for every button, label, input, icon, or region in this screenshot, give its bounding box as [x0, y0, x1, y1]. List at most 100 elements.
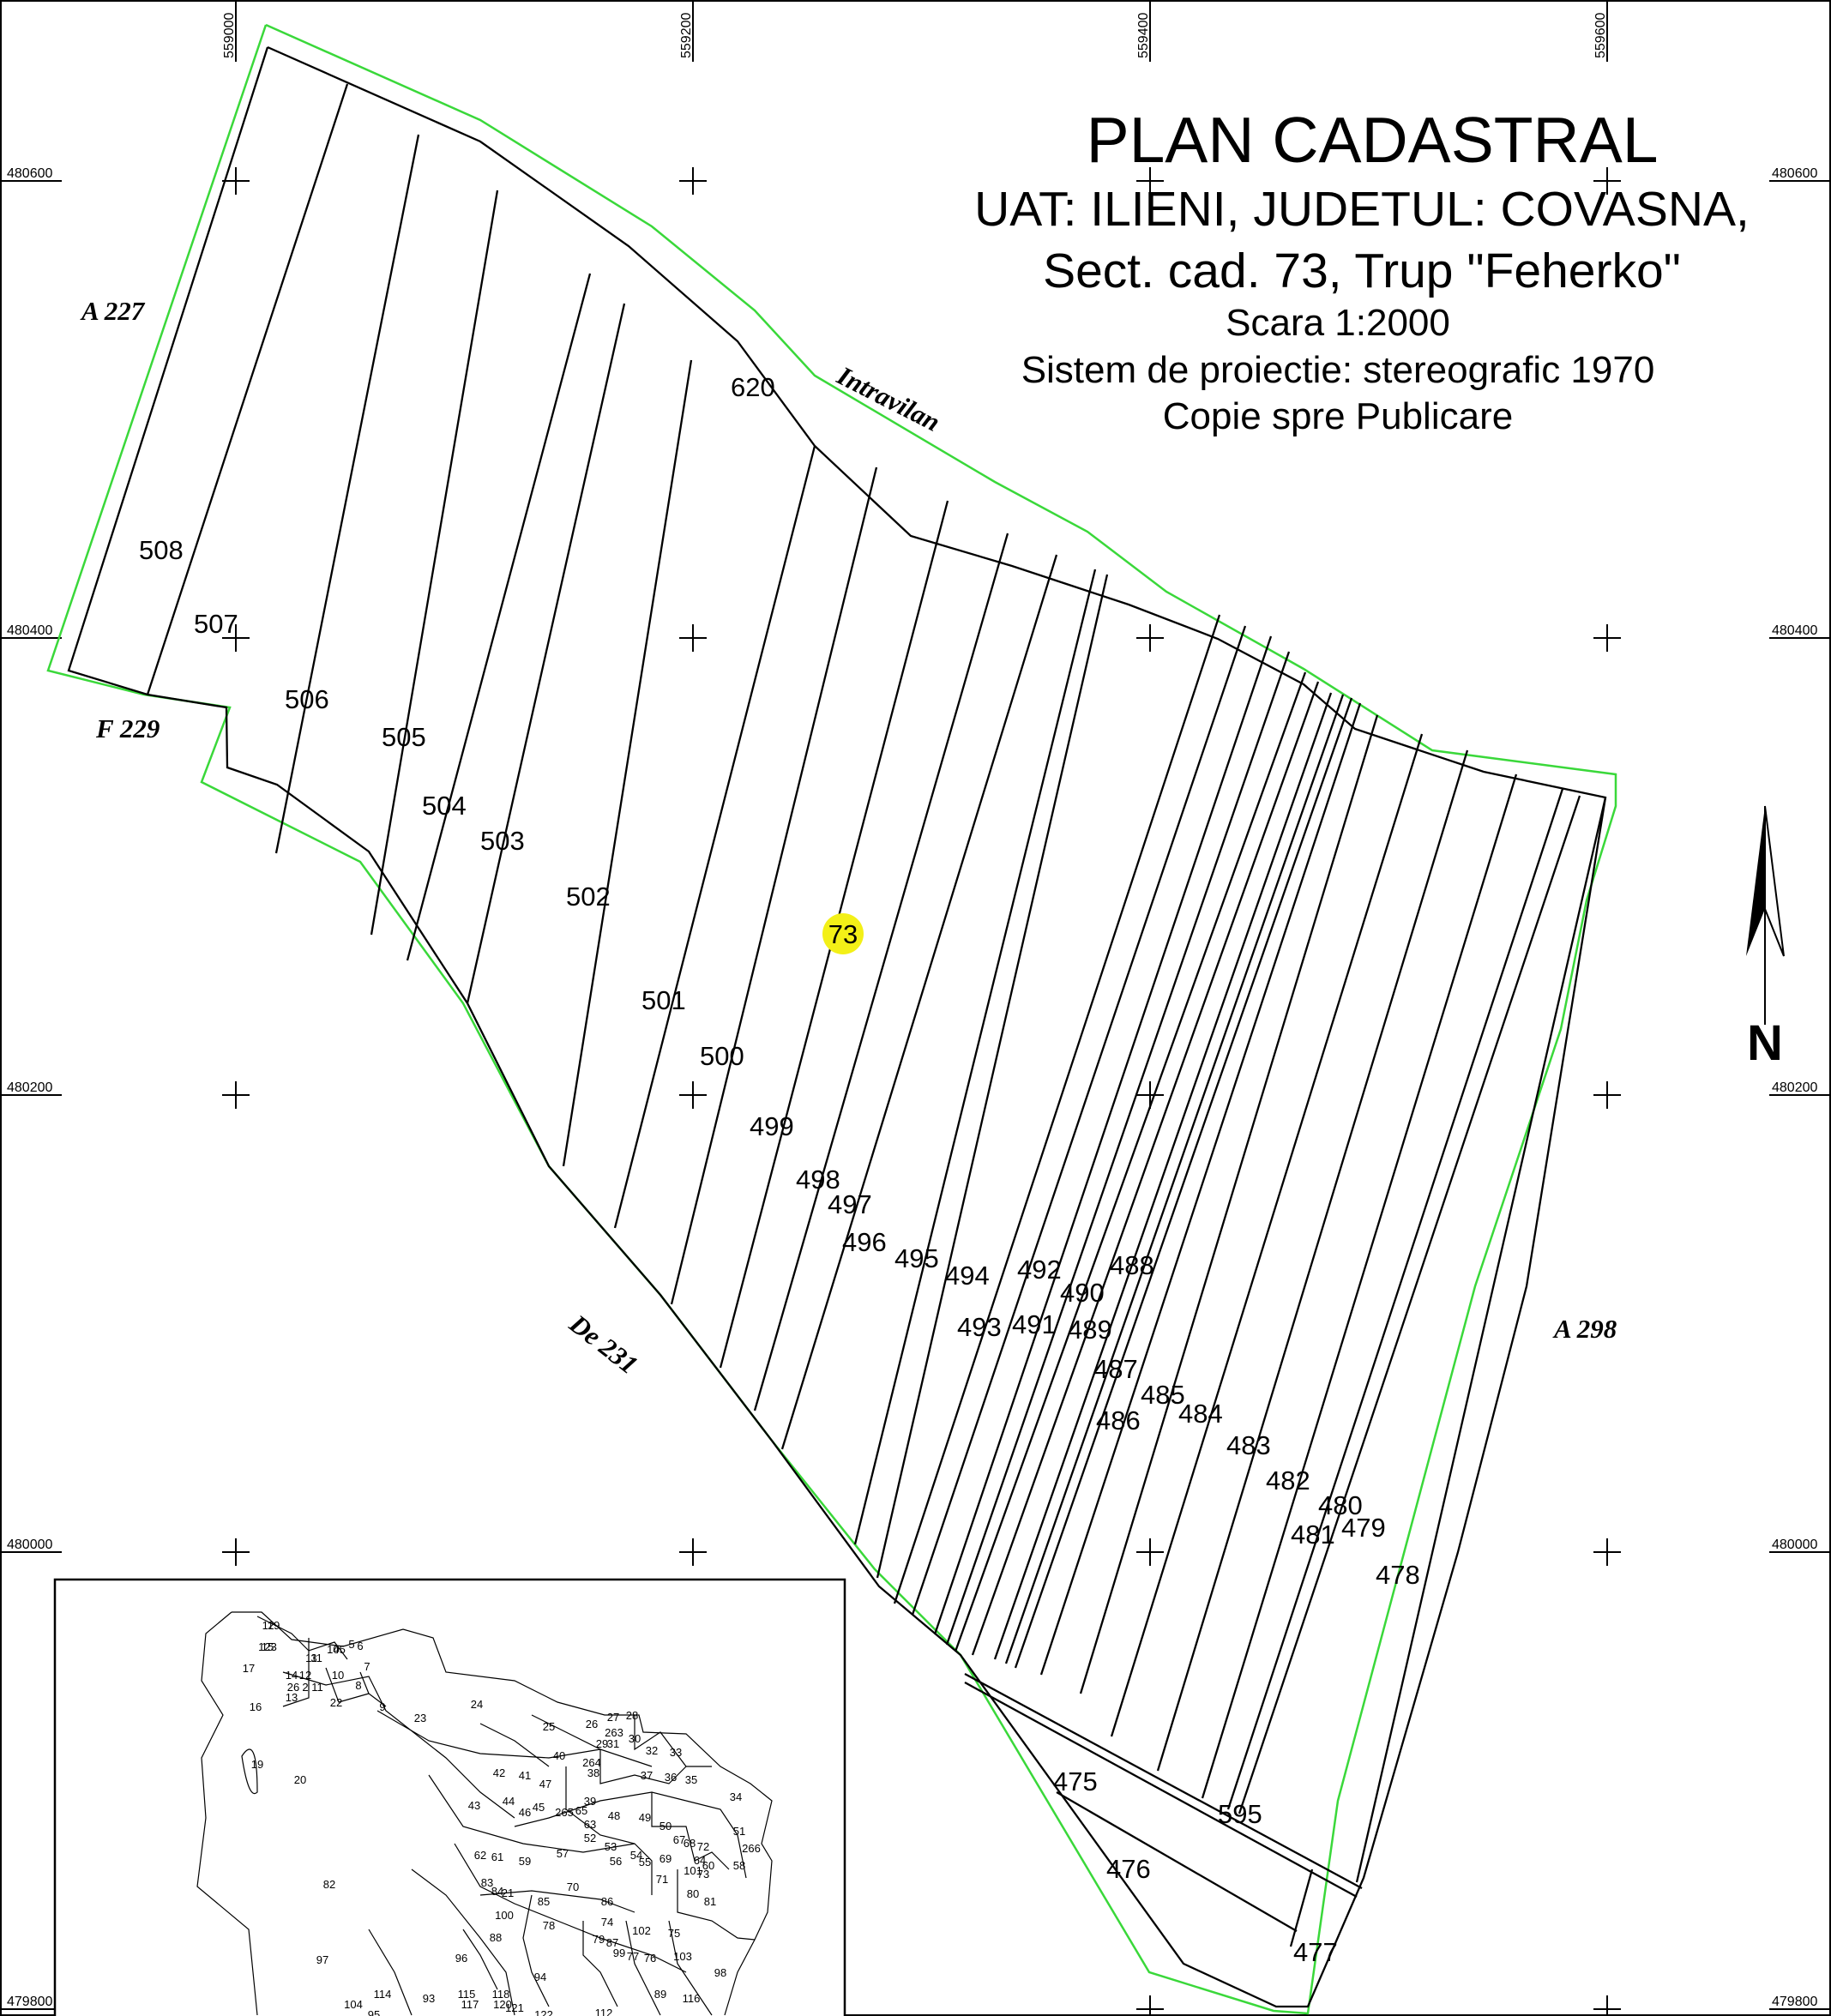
inset-parcel-label: 56 — [610, 1855, 622, 1868]
parcel-label: 495 — [894, 1243, 939, 1273]
x-coordinate-labels: 559000 559200 559400 559600 — [222, 13, 1608, 58]
inset-frame — [53, 1578, 846, 2016]
inset-parcel-label: 99 — [613, 1947, 625, 1959]
inset-parcel-label: 36 — [665, 1771, 677, 1784]
parcel-label: 476 — [1106, 1854, 1151, 1884]
sector-boundary — [46, 23, 1617, 2015]
inset-parcel-label: 44 — [503, 1795, 515, 1808]
inset-parcel-label: 98 — [714, 1966, 726, 1979]
parcel-label: 484 — [1178, 1399, 1223, 1429]
inset-parcel-label: 40 — [553, 1749, 565, 1762]
inset-parcel-label: 87 — [606, 1936, 618, 1949]
inset-parcel-label: 266 — [742, 1842, 761, 1855]
inset-parcel-label: 120 — [493, 1998, 512, 2011]
map-subtitle-uat: UAT: ILIENI, JUDETUL: COVASNA, — [974, 182, 1750, 237]
road-label-de231: De 231 — [563, 1308, 644, 1380]
parcel-label: 496 — [842, 1227, 887, 1257]
inset-parcel-label: 42 — [493, 1766, 505, 1779]
inset-parcel-label: 119 — [262, 1619, 280, 1632]
inset-parcel-label: 52 — [584, 1832, 596, 1844]
inset-parcel-label: 112 — [595, 2007, 613, 2016]
title-block: PLAN CADASTRAL UAT: ILIENI, JUDETUL: COV… — [974, 104, 1750, 437]
inset-parcel-label: 72 — [697, 1840, 709, 1853]
inset-parcel-label: 3 — [310, 1652, 316, 1664]
inset-parcel-label: 55 — [639, 1856, 651, 1869]
inset-parcel-label: 77 — [627, 1950, 639, 1963]
inset-parcel-label: 101 — [684, 1864, 702, 1877]
inset-parcel-label: 69 — [660, 1852, 672, 1865]
parcel-label: 504 — [422, 791, 467, 821]
inset-parcel-label: 114 — [374, 1988, 392, 2001]
parcel-label: 487 — [1093, 1354, 1138, 1384]
inset-parcel-label: 73 — [697, 1868, 709, 1881]
x-label-559000: 559000 — [222, 13, 237, 58]
inset-parcel-label: 41 — [519, 1769, 531, 1782]
inset-parcel-label: 46 — [519, 1806, 531, 1819]
parcel-label: 502 — [566, 882, 611, 912]
inset-parcel-label: 30 — [629, 1732, 641, 1745]
inset-parcel-label: 81 — [704, 1895, 716, 1908]
inset-parcel-label: 22 — [330, 1696, 342, 1709]
parcel-label: 620 — [731, 372, 775, 402]
inset-parcel-label: 75 — [668, 1927, 680, 1940]
inset-parcel-label: 33 — [670, 1746, 682, 1759]
inset-parcel-label: 20 — [294, 1773, 306, 1786]
parcel-label: 501 — [641, 985, 686, 1015]
parcel-label: 483 — [1226, 1430, 1271, 1460]
inset-parcel-label: 28 — [626, 1709, 638, 1722]
inset-parcel-label: 121 — [505, 2001, 524, 2014]
y-label-right-479800: 479800 — [1772, 1995, 1817, 2009]
map-projection: Sistem de proiectie: stereografic 1970 — [1021, 349, 1655, 391]
parcel-label: 480 — [1318, 1490, 1363, 1520]
north-arrow-icon — [1746, 806, 1765, 956]
inset-parcel-label: 9 — [379, 1700, 385, 1713]
parcel-label: 499 — [750, 1111, 794, 1141]
inset-parcel-label: 115 — [458, 1988, 476, 2001]
inset-parcel-label: 100 — [495, 1909, 514, 1922]
inset-parcel-label: 122 — [534, 2008, 553, 2016]
parcel-label: 595 — [1218, 1799, 1262, 1829]
inset-parcel-label: 264 — [582, 1756, 601, 1769]
inset-outlines — [196, 1611, 773, 2016]
inset-parcel-label: 65 — [575, 1804, 587, 1817]
parcel-label: 508 — [139, 535, 184, 565]
inset-parcel-label: 29 — [596, 1737, 608, 1750]
inset-parcel-label: 68 — [684, 1837, 696, 1850]
inset-parcel-label: 95 — [368, 2008, 380, 2016]
inset-parcel-label: 54 — [630, 1849, 642, 1862]
inset-parcel-label: 32 — [646, 1744, 658, 1757]
parcel-label: 479 — [1341, 1513, 1386, 1543]
inset-parcel-label: 53 — [605, 1840, 617, 1853]
inset-parcel-label: 31 — [607, 1737, 619, 1750]
parcel-label: 491 — [1012, 1309, 1057, 1339]
y-label-left-480000: 480000 — [7, 1538, 52, 1552]
map-subtitle-sector: Sect. cad. 73, Trup "Feherko" — [1043, 244, 1681, 298]
inset-parcel-label: 59 — [519, 1855, 531, 1868]
inset-parcel-label: 19 — [251, 1758, 263, 1771]
inset-parcel-label: 34 — [730, 1790, 742, 1803]
inset-parcel-label: 47 — [539, 1778, 551, 1790]
parcel-label: 492 — [1017, 1255, 1062, 1285]
road-label-f229: F 229 — [95, 713, 160, 743]
x-label-559400: 559400 — [1136, 13, 1151, 58]
x-label-559600: 559600 — [1593, 13, 1608, 58]
inset-parcel-label: 76 — [644, 1952, 656, 1965]
north-arrow: N — [1746, 805, 1785, 1071]
inset-parcel-label: 83 — [481, 1876, 493, 1889]
road-label-a298: A 298 — [1552, 1314, 1617, 1344]
inset-parcel-label: 25 — [543, 1720, 555, 1733]
parcel-label: 500 — [700, 1041, 744, 1071]
inset-parcel-label: 118 — [492, 1988, 510, 2001]
inset-parcel-label: 38 — [587, 1766, 599, 1779]
inset-parcel-label: 45 — [533, 1801, 545, 1814]
parcel-boundaries — [67, 45, 1607, 2008]
inset-parcel-label: 74 — [601, 1916, 613, 1929]
inset-parcel-label: 123 — [258, 1640, 277, 1653]
inset-parcel-label: 70 — [567, 1881, 579, 1893]
inset-parcel-label: 5 — [348, 1638, 354, 1651]
inset-parcel-label: 94 — [534, 1971, 546, 1983]
x-label-559200: 559200 — [679, 13, 694, 58]
